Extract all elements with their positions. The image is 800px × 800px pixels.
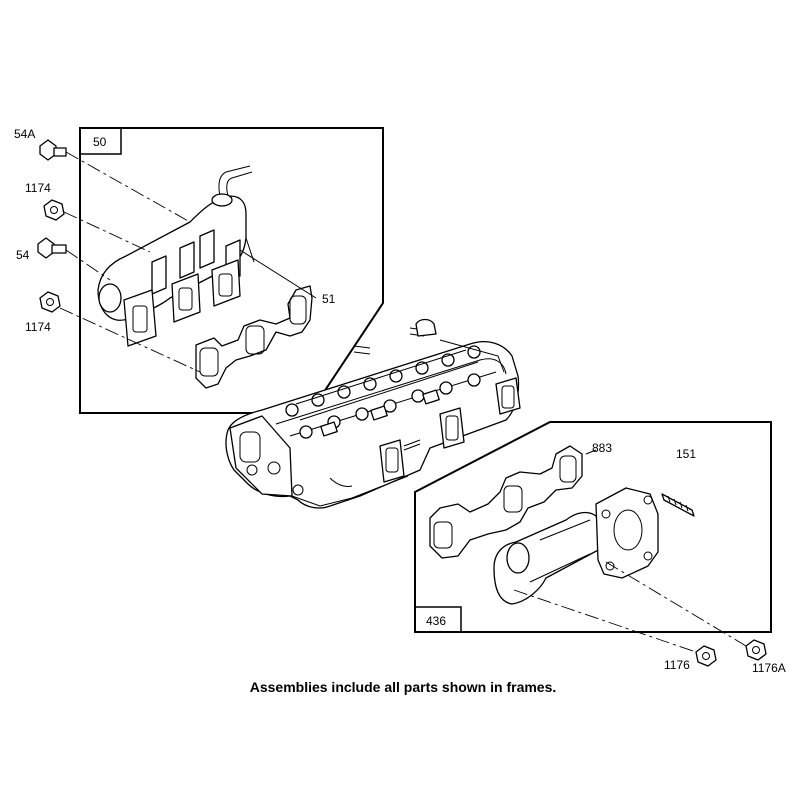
manifold-flange (123, 259, 241, 347)
callout-1174-bottom: 1174 (25, 320, 51, 334)
callout-54: 54 (16, 248, 30, 262)
head-valve-seats (285, 339, 505, 439)
nut-1176a (745, 639, 767, 661)
callout-1174-top: 1174 (25, 181, 51, 195)
callout-151: 151 (676, 447, 696, 461)
bolt-54 (37, 237, 67, 259)
exhaust-elbow (493, 511, 603, 605)
nut-1176 (695, 645, 717, 667)
callout-1176a: 1176A (752, 661, 786, 675)
frame-436-label: 436 (426, 614, 446, 628)
exhaust-flange (595, 487, 659, 579)
gasket-883 (429, 445, 583, 559)
stud-151 (661, 493, 695, 517)
gasket-51 (195, 285, 313, 389)
frame-50: 50 (79, 127, 384, 414)
frame-50-label: 50 (93, 135, 107, 149)
nut-1174-bottom (39, 291, 61, 313)
bolt-54a (39, 139, 67, 161)
callout-labels: 54A 1174 54 1174 51 883 151 1176 1176A (14, 127, 786, 675)
intake-manifold (97, 165, 255, 341)
nut-1174-top (43, 199, 65, 221)
callout-54a: 54A (14, 127, 35, 141)
callout-51: 51 (322, 292, 336, 306)
callout-1176: 1176 (664, 658, 690, 672)
figure-caption: Assemblies include all parts shown in fr… (250, 679, 557, 695)
callout-883: 883 (592, 441, 612, 455)
frame-436: 436 (414, 421, 772, 633)
